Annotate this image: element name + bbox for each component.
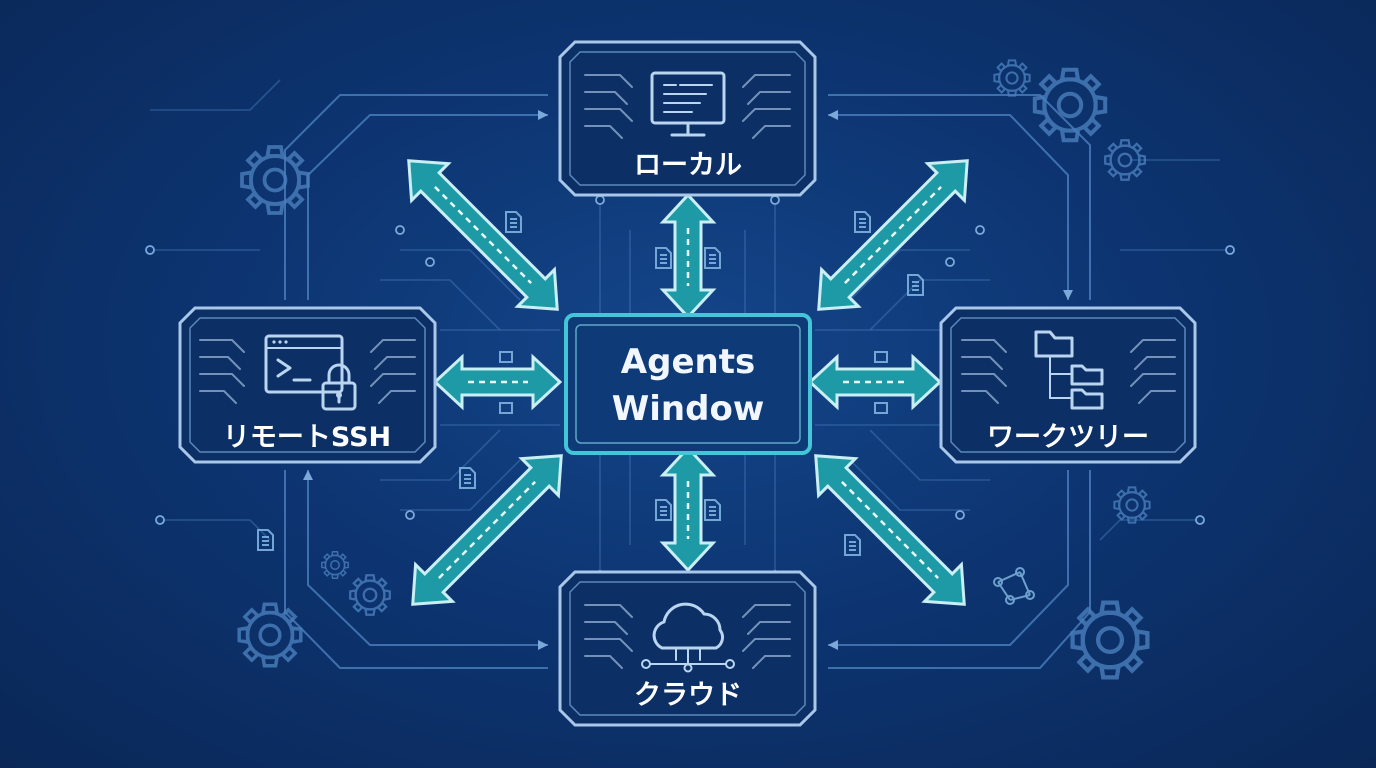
gear-icon — [237, 602, 303, 668]
background-document-icons — [257, 211, 924, 556]
node-cloud: クラウド — [558, 570, 817, 727]
gear-icon — [1035, 70, 1105, 140]
arrow-diagonal-top-left — [407, 159, 559, 311]
document-icon — [874, 402, 888, 414]
node-local-label: ローカル — [634, 150, 742, 181]
document-icon — [499, 402, 513, 414]
arrow-diagonal-bottom-left — [411, 454, 563, 606]
gear-icon — [1113, 486, 1151, 524]
document-icon — [704, 247, 721, 269]
gear-icon — [349, 574, 391, 616]
document-icon — [499, 351, 513, 363]
monitor-icon — [650, 71, 726, 137]
document-icon — [854, 211, 871, 233]
folder-tree-icon — [1034, 330, 1104, 410]
node-remote-ssh-label: リモートSSH — [223, 422, 391, 453]
node-cloud-label: クラウド — [634, 680, 742, 711]
gear-icon — [993, 59, 1031, 97]
node-remote-ssh: リモートSSH — [178, 306, 437, 464]
gear-icon — [321, 551, 349, 579]
gear-icon — [240, 145, 310, 215]
arrow-center-remote-ssh — [432, 353, 563, 411]
document-icon — [655, 499, 672, 521]
terminal-lock-icon — [264, 334, 357, 411]
arrow-center-worktree — [807, 353, 943, 411]
document-icon — [844, 534, 861, 556]
center-title-line-1: Agents — [621, 342, 755, 382]
connector-arrows — [407, 159, 969, 606]
node-worktree-label: ワークツリー — [987, 422, 1149, 453]
document-icon — [704, 499, 721, 521]
gear-icon — [1104, 139, 1146, 181]
gear-icon — [1073, 603, 1148, 678]
document-icon — [459, 467, 476, 489]
arrow-diagonal-bottom-right — [814, 454, 966, 606]
document-icon — [505, 211, 522, 233]
center-title-line-2: Window — [612, 389, 764, 429]
node-worktree: ワークツリー — [939, 306, 1197, 464]
cloud-icon — [641, 602, 735, 673]
center-agents-window: Agents Window — [564, 313, 812, 455]
document-icon — [257, 529, 274, 551]
document-icon — [874, 351, 888, 363]
arrow-diagonal-top-right — [817, 159, 969, 311]
document-icon — [907, 274, 924, 296]
network-nodes-icon — [993, 567, 1035, 605]
document-icon — [655, 247, 672, 269]
node-local: ローカル — [558, 40, 817, 197]
arrow-center-cloud — [659, 445, 717, 573]
